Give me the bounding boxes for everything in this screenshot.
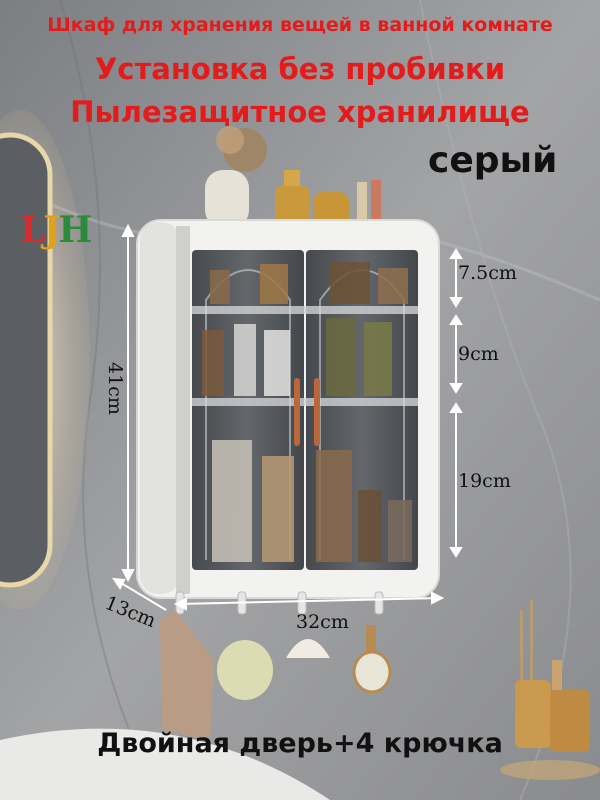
shelf-middle-dimension: 9cm [458,343,499,365]
wall-mirror [0,132,53,588]
brand-logo: LJH [20,209,92,251]
height-dimension: 41cm [104,362,126,415]
shelf-bottom-dimension: 19cm [458,470,511,492]
handle-right [314,378,320,446]
feature-caption: Двойная дверь+4 крючка [97,728,503,759]
headline-line-2: Установка без пробивки [94,52,506,86]
headline-line-3: Пылезащитное хранилище [70,95,530,129]
shelf-top-dimension: 7.5cm [458,262,517,284]
handle-left [294,378,300,446]
color-label: серый [428,140,558,181]
headline-line-1: Шкаф для хранения вещей в ванной комнате [47,14,553,36]
width-dimension: 32cm [296,611,349,633]
